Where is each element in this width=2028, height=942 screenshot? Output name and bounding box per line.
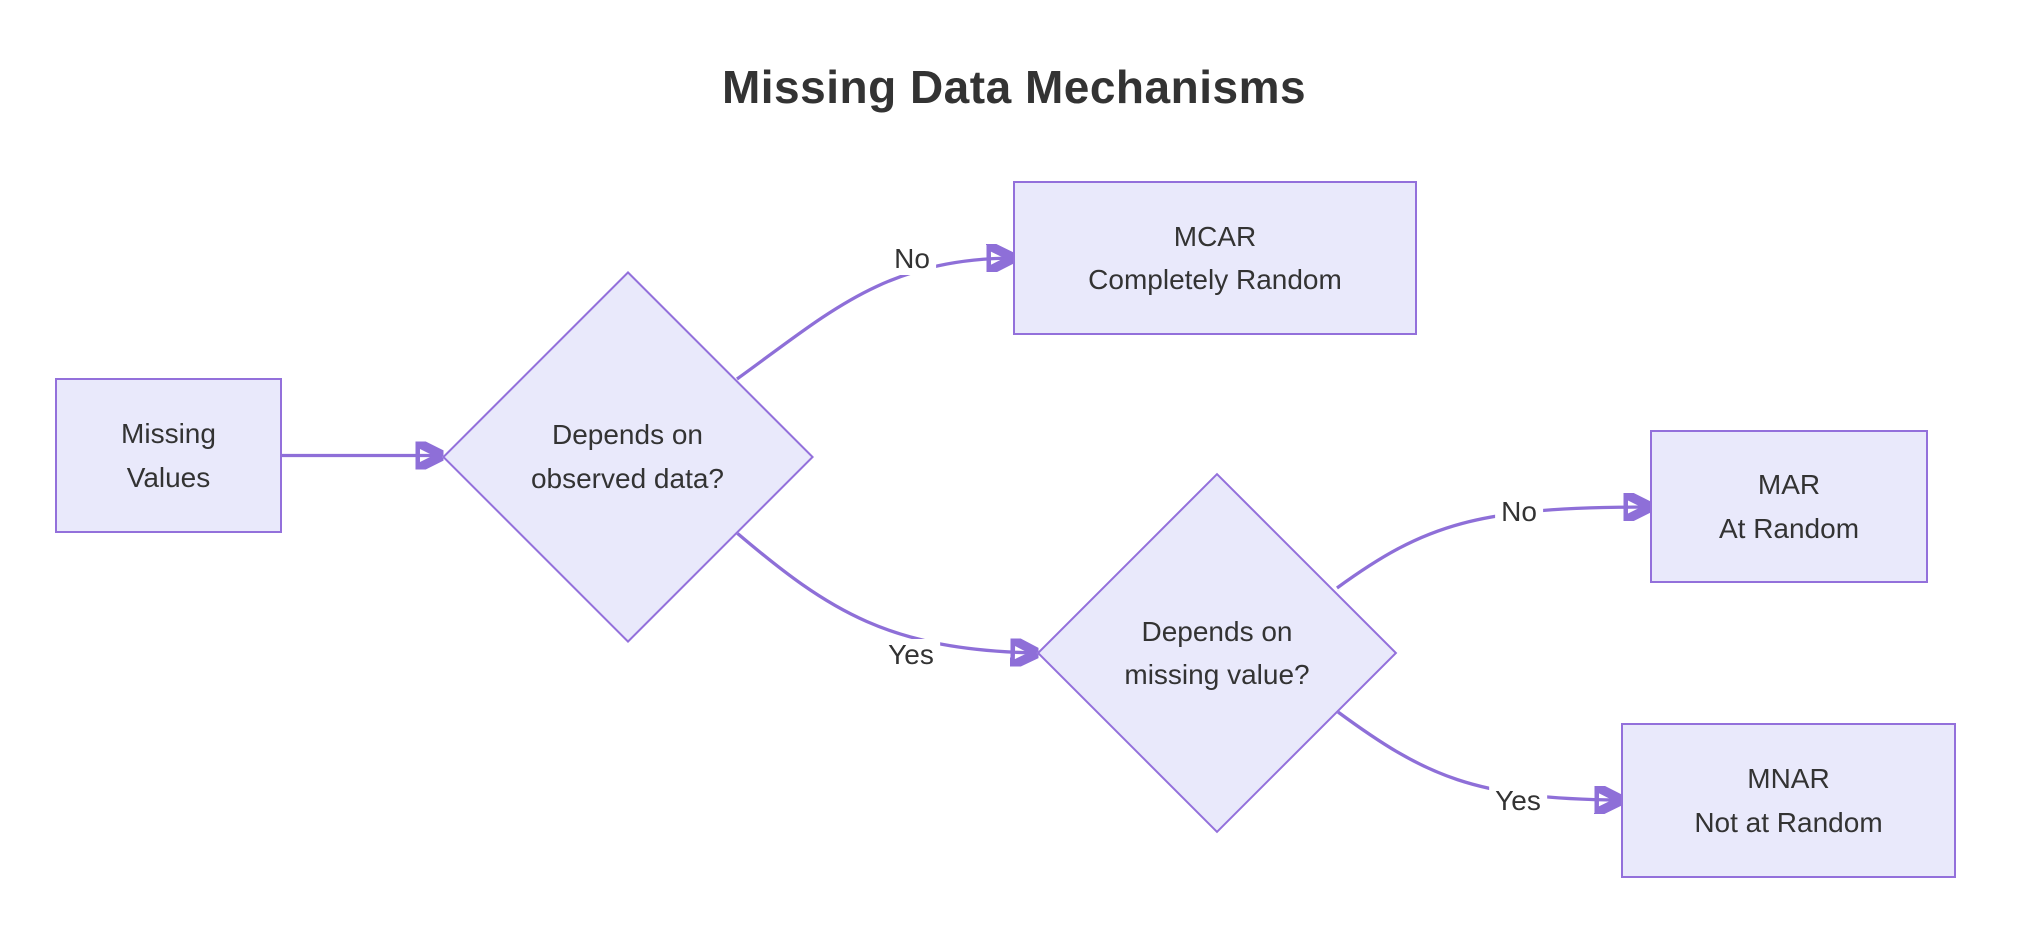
node-mar: MAR At Random <box>1650 430 1928 583</box>
edge-decision-missing-no-to-mar <box>1336 507 1650 590</box>
node-missing-values-line2: Values <box>126 461 211 493</box>
decision-missing-line1: Depends on <box>1141 615 1293 647</box>
node-mar-line2: At Random <box>1718 512 1860 544</box>
decision-observed-line1: Depends on <box>551 419 703 451</box>
diagram-title: Missing Data Mechanisms <box>721 61 1307 113</box>
node-mnar: MNAR Not at Random <box>1621 723 1956 878</box>
edge-label-yes-mnar: Yes <box>1489 785 1547 817</box>
node-mnar-line1: MNAR <box>1747 763 1830 795</box>
node-decision-missing-value: Depends on missing value? <box>1036 472 1398 834</box>
edge-decision-observed-no-to-mcar <box>736 258 1013 381</box>
node-mcar: MCAR Completely Random <box>1013 181 1417 335</box>
node-mnar-line2: Not at Random <box>1694 806 1883 838</box>
edge-decision-observed-yes-to-decision-missing <box>735 531 1037 653</box>
edge-label-no-mar: No <box>1495 496 1543 528</box>
edge-label-yes-decision-missing: Yes <box>882 639 940 671</box>
node-decision-observed-data: Depends on observed data? <box>441 270 814 643</box>
node-mar-line1: MAR <box>1757 469 1821 501</box>
node-missing-values: Missing Values <box>55 378 282 533</box>
decision-missing-label: Depends on missing value? <box>1037 473 1397 833</box>
decision-missing-line2: missing value? <box>1124 659 1310 690</box>
decision-observed-label: Depends on observed data? <box>441 270 814 643</box>
node-missing-values-line1: Missing <box>121 418 216 450</box>
edge-label-no-mcar: No <box>888 243 936 275</box>
node-mcar-line2: Completely Random <box>1088 264 1342 295</box>
node-mcar-line1: MCAR <box>1173 220 1257 252</box>
edge-decision-missing-yes-to-mnar <box>1337 710 1621 800</box>
decision-observed-line2: observed data? <box>530 462 725 494</box>
